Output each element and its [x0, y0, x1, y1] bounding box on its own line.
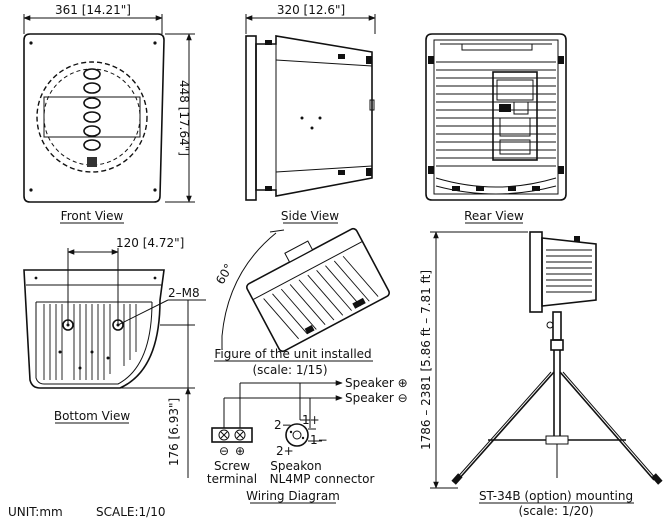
- rear-cabinet-outline: [425, 33, 567, 201]
- screw-terminal-block: [211, 427, 253, 443]
- sheet-footer: UNIT:mm SCALE:1/10: [8, 505, 165, 519]
- screw-terminal-label-1: Screw: [214, 459, 250, 473]
- speakon-label-1: Speakon: [270, 459, 321, 473]
- bottom-cabinet-outline: [23, 269, 165, 389]
- scale-label: SCALE:1/10: [96, 505, 165, 519]
- terminal-minus-symbol: ⊖: [219, 444, 229, 458]
- front-view-title: Front View: [61, 209, 124, 223]
- unit-label: UNIT:mm: [8, 505, 63, 519]
- side-view-title: Side View: [281, 209, 339, 223]
- speakon-label-2: NL4MP connector: [270, 472, 375, 486]
- rear-view: Rear View: [425, 33, 567, 224]
- stand-height-dimension: 1786 – 2381 [5.86 ft – 7.81 ft]: [419, 270, 433, 450]
- front-width-dimension: 361 [14.21"]: [55, 3, 131, 17]
- speakon-connector: [285, 423, 309, 447]
- installed-figure-title: Figure of the unit installed: [214, 347, 371, 361]
- pin-1plus: 1+: [302, 413, 320, 427]
- installed-figure: 60° Figure of the unit installed (scal: [213, 227, 390, 377]
- front-view: 361 [14.21"] 448 [17.64"] Front View: [23, 3, 195, 224]
- pin-1minus: 1−: [310, 433, 328, 447]
- rear-input-panel: [492, 71, 538, 161]
- tilt-angle-label: 60°: [213, 261, 236, 286]
- mount-thread-label: 2–M8: [168, 286, 200, 300]
- rear-heatsink-fins: [436, 61, 556, 167]
- front-height-dimension: 448 [17.64"]: [177, 80, 191, 156]
- stand-title: ST-34B (option) mounting: [479, 489, 633, 503]
- bottom-view: 120 [4.72"]: [23, 236, 206, 478]
- stand-speaker-baffle: [529, 231, 543, 313]
- wiring-diagram: Speaker ⊕ Speaker ⊖ ⊖ ⊕ 1+ 1− 2− 2+ Scre…: [207, 376, 408, 504]
- rear-view-title: Rear View: [464, 209, 524, 223]
- pin-2minus: 2−: [274, 418, 292, 432]
- screw-terminal-label-2: terminal: [207, 472, 257, 486]
- wire-speaker-plus: Speaker ⊕: [345, 376, 408, 390]
- wire-speaker-minus: Speaker ⊖: [345, 391, 408, 405]
- terminal-plus-symbol: ⊕: [235, 444, 245, 458]
- stand-scale: (scale: 1/20): [518, 504, 593, 518]
- pin-2plus: 2+: [276, 444, 294, 458]
- stand-leg-left: [457, 371, 555, 481]
- side-view: 320 [12.6"] Side View: [245, 3, 376, 224]
- stand-speaker-body: [541, 237, 597, 307]
- installed-cabinet: [246, 227, 390, 353]
- bottom-spacing-dimension: 120 [4.72"]: [116, 236, 184, 250]
- installed-figure-scale: (scale: 1/15): [252, 363, 327, 377]
- m8-mount-left: [62, 319, 74, 331]
- driver-grille-circle: [36, 61, 148, 173]
- bottom-view-title: Bottom View: [54, 409, 130, 423]
- side-depth-dimension: 320 [12.6"]: [277, 3, 345, 17]
- front-cabinet-outline: [23, 33, 165, 203]
- stand-leg-right: [559, 371, 655, 481]
- bottom-height-dimension: 176 [6.93"]: [167, 398, 181, 466]
- m8-mount-right: [112, 319, 124, 331]
- tilt-arc: [221, 232, 277, 337]
- front-logo-badge: [87, 157, 97, 167]
- stand-mounting: 1786 – 2381 [5.86 ft – 7.81 ft]: [419, 231, 663, 518]
- side-cabinet-outline: [255, 35, 373, 197]
- wiring-diagram-title: Wiring Diagram: [246, 489, 340, 503]
